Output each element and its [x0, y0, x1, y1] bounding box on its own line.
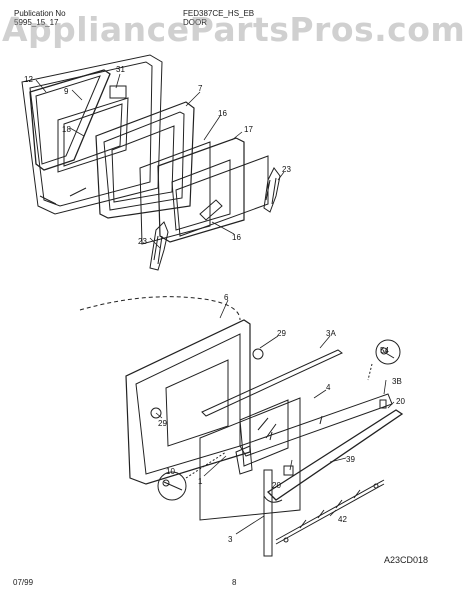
- callout-16-upper: 16: [218, 109, 227, 118]
- door-hinge-left: [149, 221, 169, 271]
- callout-10: 10: [166, 467, 175, 476]
- door-frame: [95, 101, 195, 219]
- callout-3B: 3B: [392, 377, 402, 386]
- callout-18: 18: [62, 125, 71, 134]
- callout-23-right: 23: [282, 165, 291, 174]
- side-trim: [263, 469, 273, 557]
- callout-20-right: 20: [396, 397, 405, 406]
- callout-16-lower: 16: [232, 233, 241, 242]
- callout-20-lower: 20: [272, 481, 281, 490]
- outer-door-panel: [21, 54, 163, 215]
- inner-door-liner: [157, 137, 245, 243]
- callout-54: 54: [380, 346, 389, 355]
- model-header: FED387CE_HS_EB DOOR: [183, 9, 254, 27]
- publication-header: Publication No 5995_15_17: [14, 9, 66, 27]
- callout-3: 3: [228, 535, 233, 544]
- watermark-text: AppliancePartsPros.com: [2, 10, 466, 49]
- door-handle: [263, 409, 404, 503]
- screw-part-10: [157, 451, 227, 501]
- footer-date: 07/99: [13, 578, 34, 587]
- callout-39: 39: [346, 455, 355, 464]
- diagram-code: A23CD018: [384, 555, 429, 565]
- inner-glass-panel: [139, 141, 211, 245]
- leader-lines: [35, 73, 395, 535]
- callout-42: 42: [338, 515, 347, 524]
- callout-12: 12: [24, 75, 33, 84]
- callout-6: 6: [224, 293, 229, 302]
- top-trim-strip: [201, 349, 343, 417]
- bottom-vent-strip: [275, 479, 385, 545]
- callout-29-upper: 29: [277, 329, 286, 338]
- inner-door-panel: [125, 319, 264, 485]
- door-hinge-right: [263, 167, 281, 213]
- page-number: 8: [232, 578, 237, 587]
- publication-label: Publication No: [14, 9, 66, 18]
- callout-23-left: 23: [138, 237, 147, 246]
- callout-1: 1: [198, 477, 203, 486]
- screw-part-54: [367, 339, 401, 381]
- dashed-connector: [79, 296, 241, 321]
- outer-door-glass: [199, 397, 301, 521]
- model-number: FED387CE_HS_EB: [183, 9, 255, 18]
- callout-7: 7: [198, 84, 203, 93]
- callout-17: 17: [244, 125, 253, 134]
- section-name: DOOR: [183, 18, 207, 27]
- callout-9: 9: [64, 87, 69, 96]
- callout-31: 31: [116, 65, 125, 74]
- outer-glass-panel: [175, 155, 269, 237]
- handle-bracket: [283, 465, 294, 476]
- callout-3A: 3A: [326, 329, 336, 338]
- hinge-clip: [235, 445, 253, 475]
- callout-29-lower: 29: [158, 419, 167, 428]
- publication-number: 5995_15_17: [14, 18, 59, 27]
- callout-4: 4: [326, 383, 331, 392]
